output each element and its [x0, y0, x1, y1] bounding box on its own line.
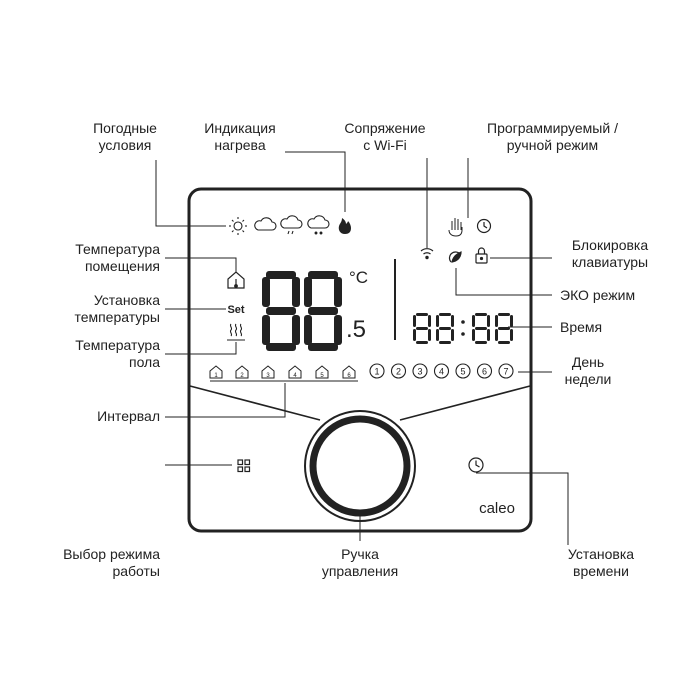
clock-set-icon[interactable]	[468, 457, 484, 473]
callout-lock: Блокировка клавиатуры	[571, 237, 649, 270]
floor-heat-icon	[227, 323, 245, 341]
interval-labels: 1 2 3 4 5 6	[214, 373, 351, 379]
day-5-indicator: 5	[455, 363, 471, 379]
thermometer-house-icon	[227, 271, 245, 289]
callout-set-temp: Установка температуры	[74, 292, 160, 325]
cloud-snow-icon	[307, 215, 330, 235]
hand-icon	[448, 218, 463, 237]
control-knob[interactable]	[304, 410, 416, 522]
callout-eco: ЭКО режим	[560, 287, 636, 303]
interval-5-label: 5	[320, 373, 324, 379]
callout-wifi: Сопряжение с Wi-Fi	[344, 120, 426, 153]
celsius-unit: °C	[349, 268, 368, 287]
leader-lines	[155, 151, 569, 545]
clock-digits	[413, 313, 513, 344]
interval-4-icon	[288, 365, 302, 379]
callout-knob: Ручка управления	[321, 546, 399, 579]
callout-day: День недели	[564, 354, 612, 387]
interval-4-label: 4	[293, 373, 297, 379]
day-2-indicator: 2	[390, 363, 407, 379]
interval-3-icon	[261, 365, 275, 379]
callout-floor-temp: Температура пола	[75, 337, 160, 370]
panel-line-right	[399, 385, 531, 421]
main-temperature-digits	[262, 271, 342, 351]
callout-heating: Индикация нагрева	[204, 120, 276, 153]
decimal-digit: .5	[346, 316, 366, 343]
interval-3-label: 3	[266, 373, 270, 379]
set-label: Set	[227, 304, 244, 316]
eco-icon	[448, 251, 462, 263]
svg-text:7: 7	[503, 367, 508, 377]
brand-logo: caleo	[479, 500, 515, 517]
interval-1-icon	[209, 365, 223, 379]
interval-6-label: 6	[347, 373, 351, 379]
svg-text:3: 3	[417, 367, 422, 377]
callout-interval: Интервал	[97, 408, 160, 424]
sun-icon	[229, 217, 247, 235]
cloud-icon	[254, 217, 277, 231]
svg-text:5: 5	[460, 367, 465, 377]
callout-mode-select: Выбор режима работы	[63, 546, 160, 579]
day-3-indicator: 3	[412, 363, 428, 379]
cloud-rain-icon	[280, 215, 303, 235]
callout-room-temp: Температура помещения	[75, 241, 160, 274]
day-1-indicator: 1	[369, 363, 385, 379]
interval-5-icon	[315, 365, 329, 379]
clock-icon	[476, 218, 492, 234]
interval-icons	[209, 365, 356, 379]
interval-6-icon	[342, 365, 356, 379]
svg-text:6: 6	[482, 367, 487, 377]
wifi-icon	[420, 248, 434, 260]
menu-grid-icon[interactable]	[237, 459, 251, 473]
flame-icon	[338, 218, 351, 234]
callout-time: Время	[560, 319, 603, 335]
panel-line-left	[189, 385, 321, 421]
interval-1-label: 1	[214, 373, 218, 379]
lock-icon	[475, 247, 488, 264]
day-of-week-indicators: 1 2 3 4 5 6 7	[369, 363, 514, 379]
interval-2-label: 2	[240, 373, 244, 379]
interval-2-icon	[235, 365, 249, 379]
day-7-indicator: 7	[498, 363, 514, 379]
svg-text:2: 2	[396, 367, 401, 377]
day-6-indicator: 6	[476, 363, 493, 379]
svg-text:4: 4	[439, 367, 444, 377]
callout-weather: Погодные условия	[93, 120, 157, 153]
callout-mode: Программируемый / ручной режим	[487, 120, 618, 153]
callout-time-set: Установка времени	[567, 546, 635, 579]
svg-text:1: 1	[374, 367, 379, 377]
day-4-indicator: 4	[433, 363, 450, 379]
